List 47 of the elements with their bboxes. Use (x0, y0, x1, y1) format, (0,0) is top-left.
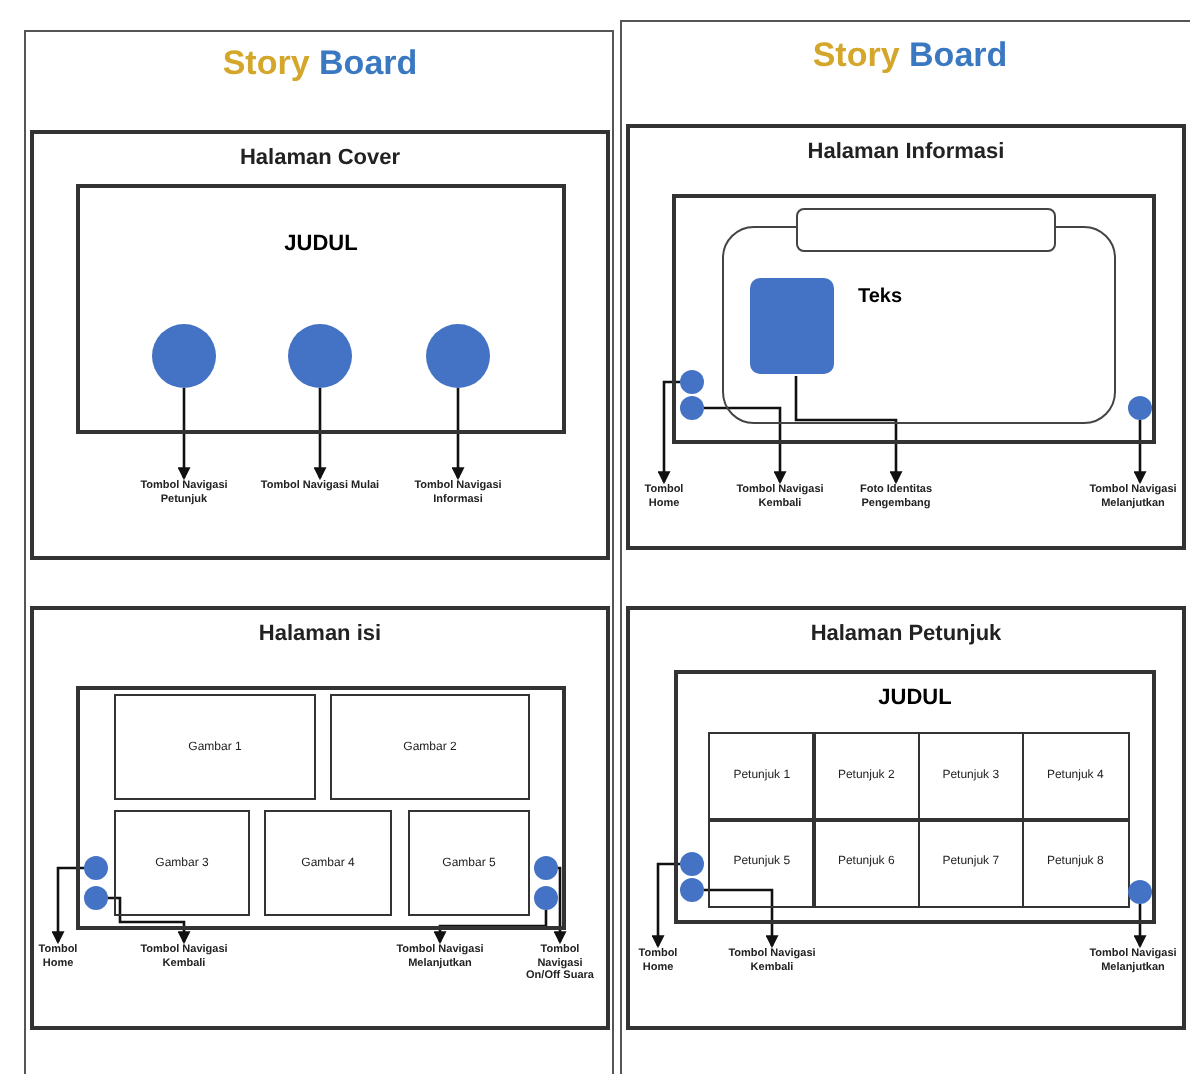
screen-frame (674, 670, 1156, 924)
page-title: Halaman Informasi (805, 140, 1007, 164)
nav-button-circle (288, 324, 352, 388)
leader-line (51, 866, 84, 945)
page-title: Halaman Cover (237, 146, 403, 170)
nav-button-circle (1128, 396, 1152, 420)
page-panel (30, 606, 610, 1030)
screen-title: JUDUL (282, 232, 360, 256)
page-panel (626, 124, 1186, 550)
leader-line (553, 866, 567, 945)
body-text: Teks (858, 286, 938, 318)
leader-line (108, 896, 191, 945)
leader-line (433, 910, 548, 945)
leader-line (657, 380, 680, 485)
nav-button-circle (1128, 880, 1152, 904)
nav-button-circle (680, 370, 704, 394)
leader-line (313, 388, 327, 481)
leader-line (451, 388, 465, 481)
storyboard-heading: Story Board (810, 36, 1010, 76)
nav-button-circle (534, 856, 558, 880)
page-title: Halaman isi (256, 622, 384, 646)
leader-line (1133, 904, 1147, 949)
nav-button-circle (152, 324, 216, 388)
screen-frame (672, 194, 1156, 444)
photo-block (750, 278, 834, 374)
screen-title: JUDUL (876, 686, 954, 710)
page-title: Halaman Petunjuk (808, 622, 1004, 646)
leader-line (177, 388, 191, 481)
page-panel (626, 606, 1186, 1030)
nav-button-circle (534, 886, 558, 910)
leader-line (794, 376, 903, 485)
screen-frame (76, 184, 566, 434)
nav-button-circle (680, 878, 704, 902)
leader-line (1133, 420, 1147, 485)
nav-button-circle (84, 856, 108, 880)
nav-button-circle (426, 324, 490, 388)
nav-button-circle (680, 396, 704, 420)
storyboard-heading: Story Board (220, 44, 420, 84)
leader-line (651, 862, 680, 949)
content-panel (722, 226, 1116, 424)
title-bar (796, 208, 1056, 252)
page-panel (30, 130, 610, 560)
nav-button-circle (680, 852, 704, 876)
leader-line (704, 888, 779, 949)
leader-line (704, 406, 787, 485)
nav-button-circle (84, 886, 108, 910)
screen-frame (76, 686, 566, 930)
